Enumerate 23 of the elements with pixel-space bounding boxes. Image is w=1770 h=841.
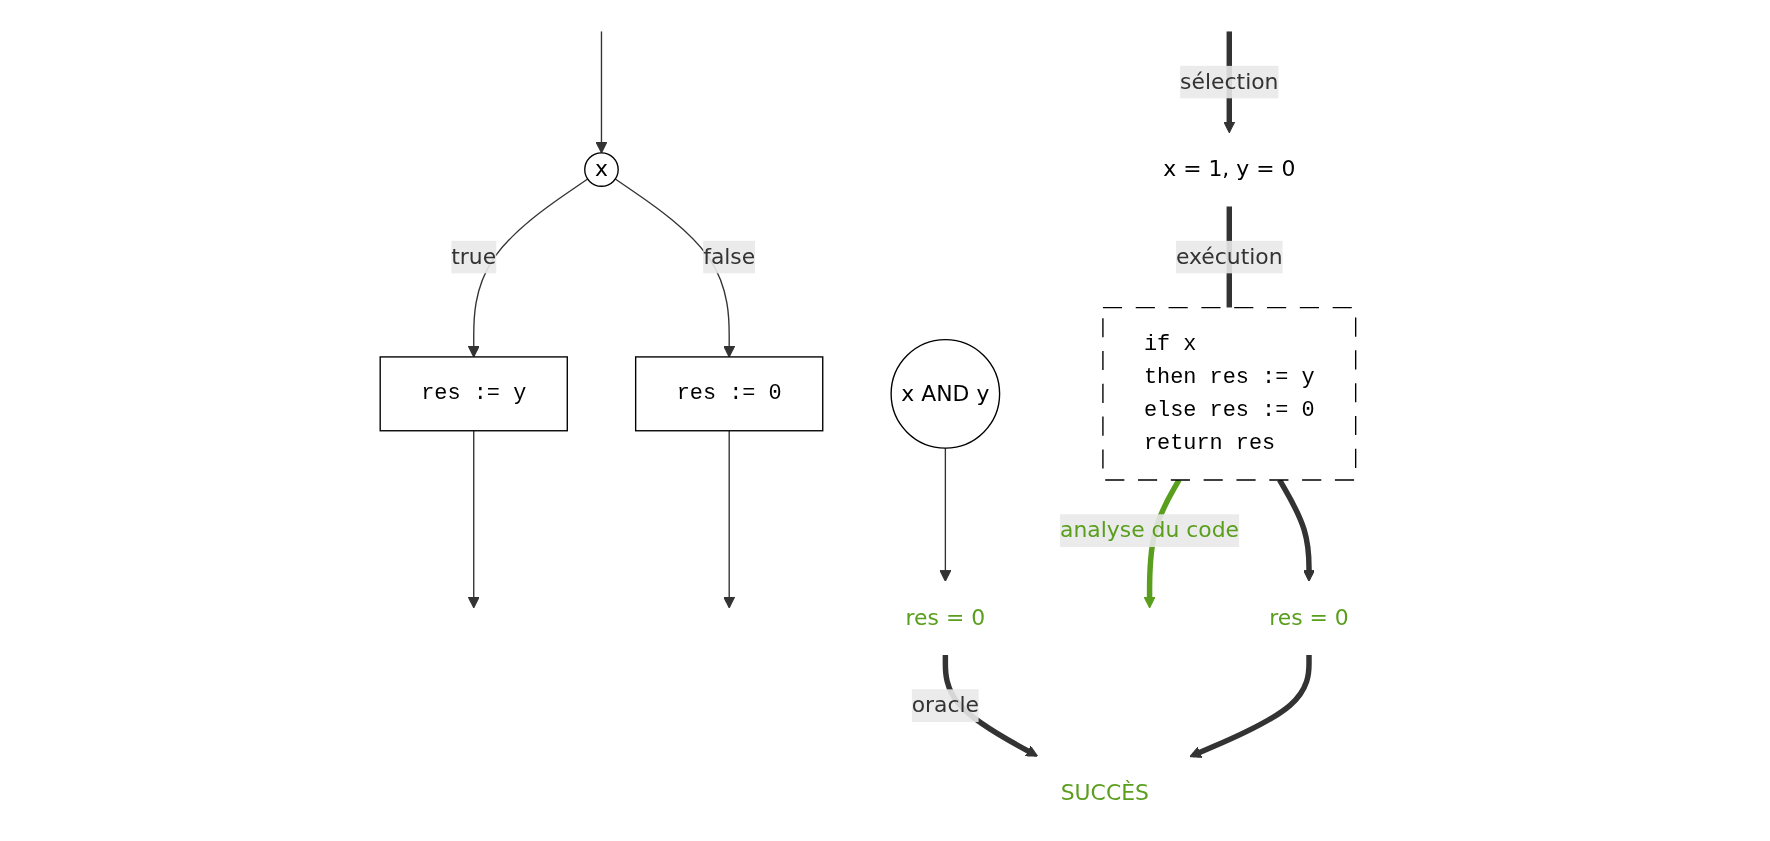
edge-label: oracle [911,691,980,718]
arrow [614,178,736,358]
edge-label: sélection [1180,68,1279,95]
node-circle: x AND y [890,338,1001,449]
arrow [595,30,608,154]
node-box: res := 0 [634,356,824,432]
arrow [1189,655,1312,758]
arrow [939,447,952,582]
node-text: x = 1, y = 0 [1163,155,1296,182]
arrow [467,178,589,358]
node-text: res = 0 [1269,604,1349,631]
arrow [723,430,736,609]
edge-label: false [703,243,756,270]
node-circle: x [584,152,619,187]
node-text: SUCCÈS [1060,779,1149,806]
edge-label: exécution [1175,243,1283,270]
node-text: res = 0 [905,604,986,631]
edge-label: true [451,243,497,270]
node-box: res := y [379,356,568,432]
edge-label: analyse du code [1060,516,1240,543]
arrow [467,430,480,609]
node-box: if x then res := y else res := 0 return res [1102,307,1357,481]
arrow [1277,478,1316,582]
